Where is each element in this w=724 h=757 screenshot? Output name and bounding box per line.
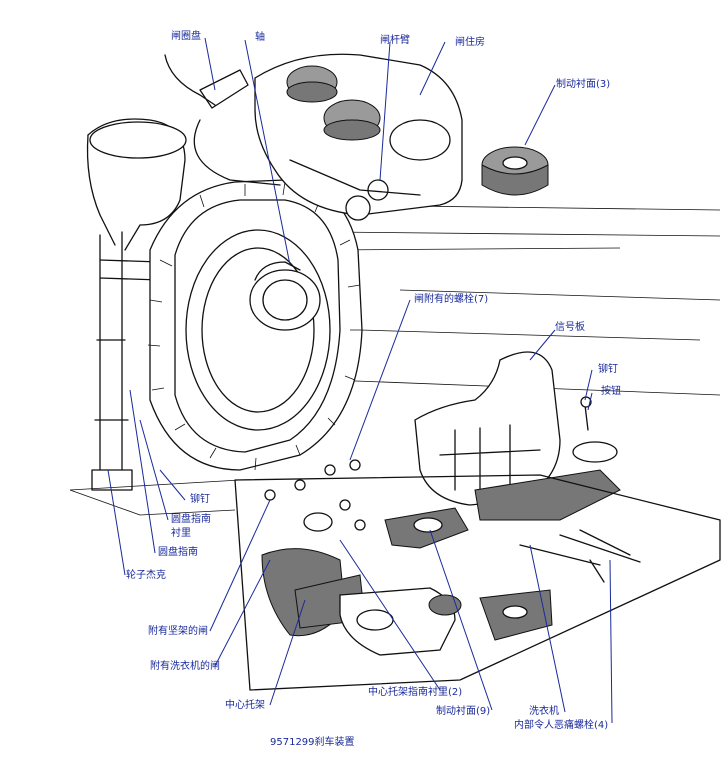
brake-disc: [147, 179, 363, 471]
label-shaft: 轴: [255, 32, 265, 43]
label-washer: 洗衣机: [529, 706, 559, 717]
label-disc-guide-inner: 圆盘指南: [171, 514, 211, 525]
label-rivet-right: 铆钉: [598, 364, 618, 375]
label-center-bracket-guide-2: 中心托架指南衬里(2): [368, 687, 463, 698]
parts-tray: [234, 459, 721, 691]
label-washer-brake: 附有洗衣机的闸: [150, 661, 220, 672]
label-brake-arm: 闸杆臂: [380, 35, 410, 46]
label-disc-guide-inner-2: 衬里: [171, 528, 191, 539]
brake-lining-3: [481, 146, 549, 196]
label-lock-bolt-7: 闸附有的螺栓(7): [414, 294, 489, 305]
figure-caption: 9571299刹车装置: [270, 737, 355, 748]
label-brake-disc: 闸圈盘: [171, 31, 201, 42]
brake-arm-hose: [164, 54, 281, 186]
label-wheel-jack: 轮子杰克: [126, 570, 166, 581]
label-rivet-left: 铆钉: [190, 494, 210, 505]
label-disc-guide: 圆盘指南: [158, 547, 198, 558]
support-column: [86, 118, 187, 491]
label-knob: 按钮: [601, 386, 621, 397]
signal-plate-bracket: [414, 351, 621, 521]
label-signal-plate: 信号板: [555, 322, 585, 333]
label-inner-bolt-4: 内部令人恶痛螺栓(4): [514, 720, 609, 731]
brake-housing: [254, 53, 463, 221]
label-center-bracket: 中心托架: [225, 700, 265, 711]
label-brake-lining-3: 制动衬面(3): [556, 79, 611, 90]
label-brake-housing: 闸住房: [455, 37, 485, 48]
label-brake-lining-9: 制动衬面(9): [436, 706, 491, 717]
label-bracket-brake: 附有坚架的闸: [148, 626, 208, 637]
leader-lines: [107, 37, 613, 724]
